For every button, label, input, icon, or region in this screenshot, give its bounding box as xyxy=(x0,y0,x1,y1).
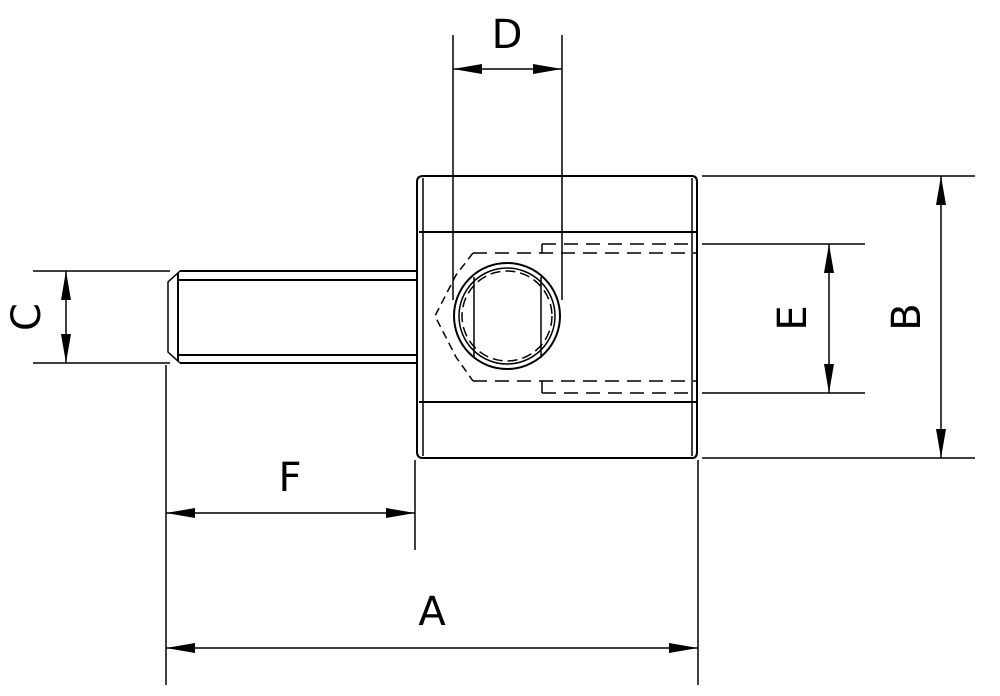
threaded-stud xyxy=(167,270,417,364)
dimension-C: C xyxy=(4,271,71,363)
dimension-label-e: E xyxy=(770,305,816,330)
extension-lines xyxy=(33,35,975,685)
dimension-D: D xyxy=(453,12,562,74)
dimension-label-d: D xyxy=(492,12,523,58)
dimension-label-a: A xyxy=(418,589,446,635)
body-block xyxy=(416,175,698,459)
hidden-lines xyxy=(473,243,697,394)
dimension-E: E xyxy=(770,244,834,393)
dimension-A: A xyxy=(166,589,698,653)
dimension-F: F xyxy=(166,455,415,518)
dimension-label-b: B xyxy=(884,303,930,330)
dimension-B: B xyxy=(884,176,946,458)
dimension-label-f: F xyxy=(278,455,301,501)
dimension-label-c: C xyxy=(4,303,50,331)
cross-hole xyxy=(434,252,561,382)
